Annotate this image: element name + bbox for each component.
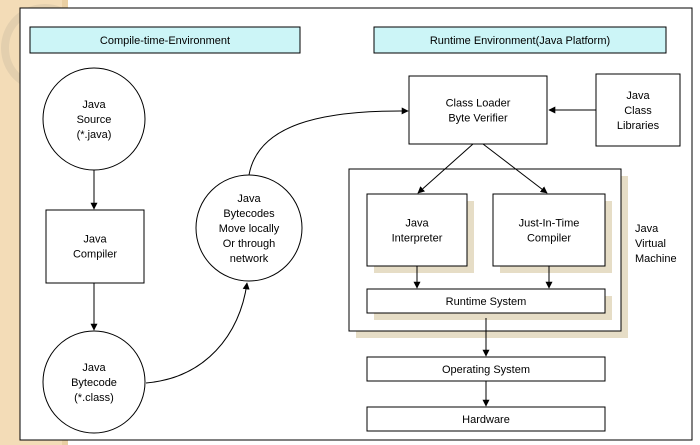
java-bytecode-node [42, 330, 146, 434]
label-line: Java [237, 193, 261, 205]
compile-time-header: Compile-time-Environment [100, 35, 230, 47]
label-line: (*.java) [77, 129, 112, 141]
interpreter-node [366, 193, 468, 267]
class-libraries-node [595, 73, 681, 147]
label-line: Source [77, 114, 112, 126]
label-line: Class Loader [446, 98, 511, 110]
label-line: Just-In-Time [519, 218, 580, 230]
label-line: Operating System [442, 364, 530, 376]
runtime-system-label: Runtime System [446, 296, 527, 308]
java-compiler-node [45, 209, 145, 284]
label-line: Java [82, 99, 106, 111]
label-line: Libraries [617, 120, 660, 132]
label-line: Java [635, 223, 659, 235]
hardware-node [366, 406, 606, 432]
label-line: Move locally [219, 223, 280, 235]
arrow-loader-to-jit [482, 143, 548, 194]
label-line: Java [405, 218, 429, 230]
label-line: Runtime System [446, 296, 527, 308]
label-line: Compiler [73, 249, 117, 261]
label-line: Machine [635, 253, 677, 265]
label-line: Virtual [635, 238, 666, 250]
label-line: Java [626, 90, 650, 102]
label-line: Class [624, 105, 652, 117]
label-line: Or through [223, 238, 276, 250]
label-line: network [230, 253, 269, 265]
label-line: Compiler [527, 233, 571, 245]
label-line: Interpreter [392, 233, 443, 245]
label-line: Bytecodes [223, 208, 275, 220]
runtime-header-box [373, 26, 667, 54]
runtime-header: Runtime Environment(Java Platform) [430, 35, 610, 47]
compile-time-header-box [29, 26, 301, 54]
label-line: (*.class) [74, 392, 114, 404]
jit-compiler-node [492, 193, 606, 267]
class-loader-node [408, 75, 548, 145]
label-line: Bytecode [71, 377, 117, 389]
label-line: Java [83, 234, 107, 246]
arrow-loader-to-interpreter [417, 143, 474, 194]
label-line: Hardware [462, 414, 510, 426]
arrow-bytecode-to-network [145, 282, 250, 384]
label-line: Java [82, 362, 106, 374]
arrow-network-to-classloader [248, 107, 409, 176]
hardware-label: Hardware [462, 414, 510, 426]
label-line: Byte Verifier [448, 113, 508, 125]
operating-system-label: Operating System [442, 364, 530, 376]
runtime-system-node [366, 288, 606, 314]
